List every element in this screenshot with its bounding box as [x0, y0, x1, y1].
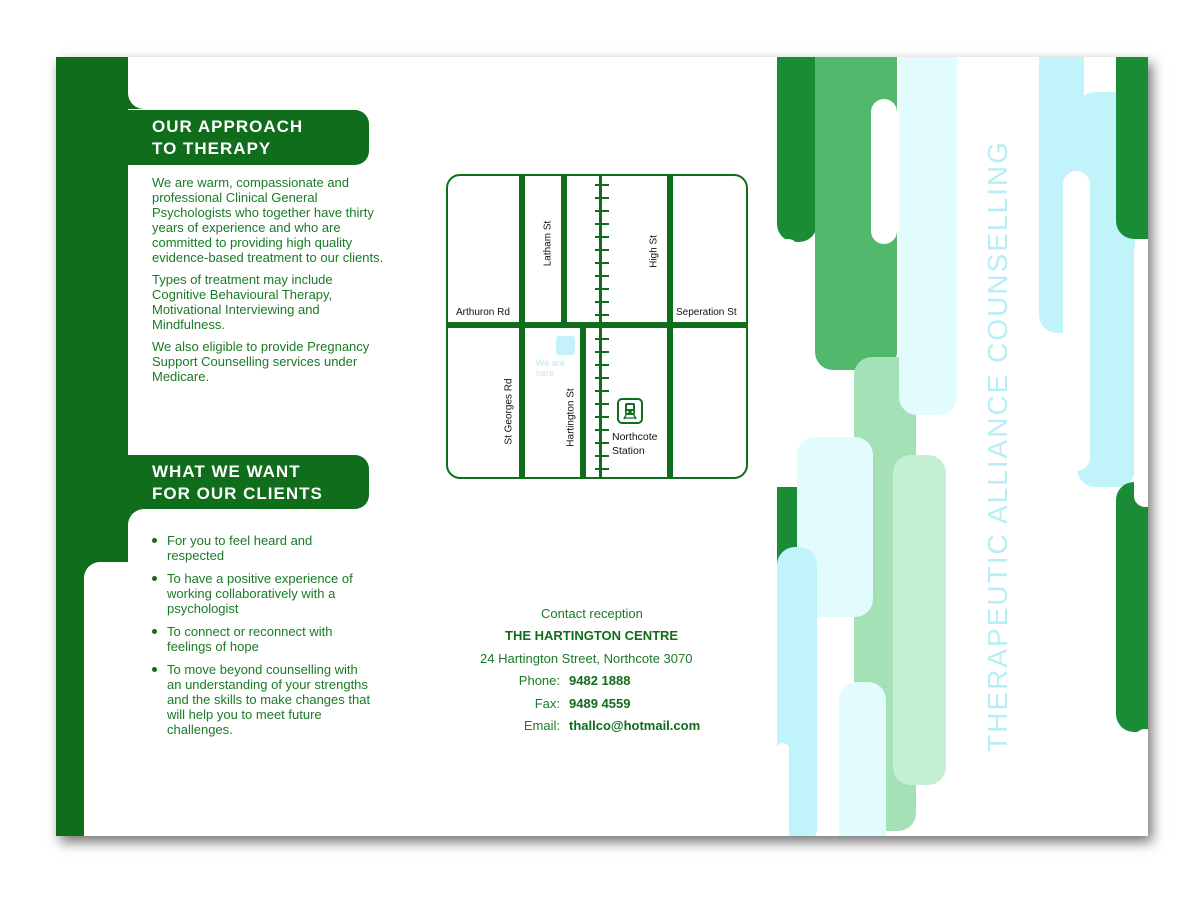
- station-label: Northcote Station: [612, 431, 658, 457]
- road-label-hartington: Hartington St: [565, 388, 577, 447]
- road-label-latham: Latham St: [542, 220, 554, 267]
- road-arthuron: [448, 322, 746, 328]
- centre-name: THE HARTINGTON CENTRE: [505, 628, 679, 643]
- location-marker: [556, 336, 575, 355]
- approach-paragraph: We are warm, compassionate and professio…: [152, 175, 384, 265]
- rail-ticks: [594, 176, 609, 477]
- goals-heading: WHAT WE WANT FOR OUR CLIENTS: [128, 455, 369, 509]
- road-latham-stgeorges: [519, 176, 525, 477]
- approach-paragraph: Types of treatment may include Cognitive…: [152, 272, 333, 332]
- road-label-st-georges: St Georges Rd: [503, 378, 515, 445]
- goals-list: For you to feel heard and respected To h…: [152, 533, 372, 745]
- fax-label: Fax:: [534, 696, 560, 711]
- road-label-high: High St: [648, 235, 660, 268]
- email-label: Email:: [523, 718, 560, 733]
- list-item: To connect or reconnect with feelings of…: [152, 624, 372, 654]
- train-icon: [617, 398, 643, 424]
- road-high: [667, 176, 673, 477]
- list-item: For you to feel heard and respected: [152, 533, 372, 563]
- approach-paragraph: We also eligible to provide Pregnancy Su…: [152, 339, 370, 384]
- road-label-arthuron: Arthuron Rd: [454, 307, 512, 318]
- cover-title: THERAPEUTIC ALLIANCE COUNSELLING: [982, 140, 1014, 752]
- road-latham-east: [561, 176, 567, 324]
- location-map: Arthuron Rd Seperation St Latham St High…: [446, 174, 748, 479]
- rail-line: [599, 176, 602, 477]
- approach-heading: OUR APPROACH TO THERAPY: [128, 110, 369, 165]
- list-item: To have a positive experience of working…: [152, 571, 372, 616]
- road-hartington: [580, 324, 586, 477]
- fax-number: 9489 4559: [569, 696, 631, 711]
- email-link[interactable]: thallco@hotmail.com: [569, 718, 701, 733]
- list-item: To move beyond counselling with an under…: [152, 662, 372, 737]
- phone-label: Phone:: [518, 673, 560, 688]
- phone-number[interactable]: 9482 1888: [569, 673, 631, 688]
- location-marker-label: We are here: [536, 358, 565, 378]
- centre-address: 24 Hartington Street, Northcote 3070: [480, 651, 693, 666]
- contact-intro: Contact reception: [541, 606, 643, 621]
- approach-copy: We are warm, compassionate and professio…: [152, 175, 384, 391]
- brochure-sheet: OUR APPROACH TO THERAPY We are warm, com…: [56, 57, 1148, 836]
- road-label-seperation: Seperation St: [674, 307, 739, 318]
